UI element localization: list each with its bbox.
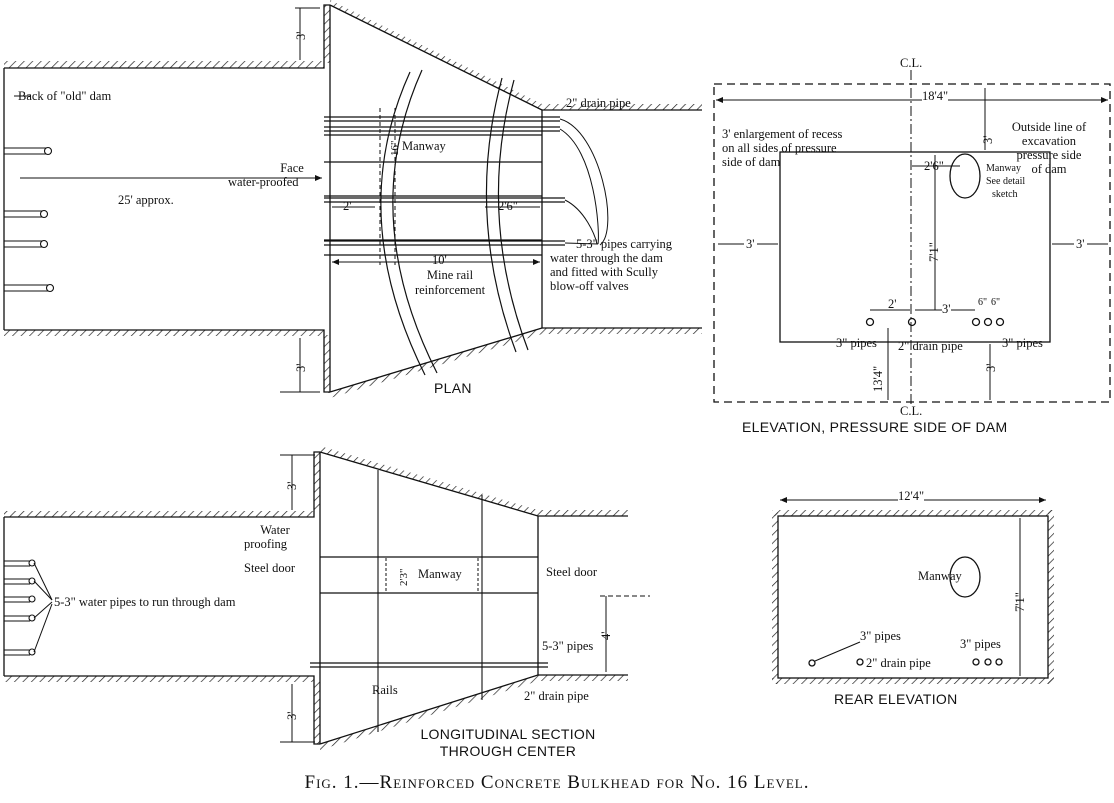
pressure-pipes-left: 3" pipes bbox=[836, 336, 877, 350]
pressure-dim-3-left: 3' bbox=[744, 237, 757, 251]
plan-manway-label: Manway bbox=[402, 139, 446, 153]
plan-dim-10ft: 10' bbox=[432, 253, 447, 267]
pressure-dim-3-bottom: 3' bbox=[984, 363, 998, 372]
plan-dim-3ft-top: 3' bbox=[294, 31, 308, 40]
rear-elevation-view bbox=[772, 497, 1054, 684]
face-label: Face bbox=[280, 161, 304, 175]
section-manway-label: Manway bbox=[418, 567, 462, 581]
section-dim-3-bottom: 3' bbox=[285, 711, 299, 720]
section-water-pipes-label: 5-3" water pipes to run through dam bbox=[54, 595, 236, 609]
pipes-note-line2: water through the dam bbox=[550, 251, 663, 265]
section-pipes-label: 5-3" pipes bbox=[542, 639, 594, 653]
pressure-manway-detail: See detail bbox=[986, 176, 1026, 187]
enlargement-line3: side of dam bbox=[722, 155, 781, 169]
steel-door-left: Steel door bbox=[244, 561, 296, 575]
outside-line3: pressure side bbox=[1016, 148, 1082, 162]
mine-rail-label: Mine rail bbox=[426, 268, 474, 282]
pressure-dim-6b: 6" bbox=[991, 297, 1001, 308]
water-proofed-label: water-proofed bbox=[228, 175, 299, 189]
pipes-note-line4: blow-off valves bbox=[550, 279, 629, 293]
section-dim-3-top: 3' bbox=[285, 481, 299, 490]
outside-line2: excavation bbox=[1021, 134, 1077, 148]
plan-dim-2ft6: 2'6" bbox=[498, 199, 518, 213]
section-title-line1: LONGITUDINAL SECTION bbox=[420, 726, 596, 742]
section-rails-label: Rails bbox=[372, 683, 398, 697]
pressure-dim-3-top: 3' bbox=[981, 135, 995, 144]
pressure-width-dim: 18'4" bbox=[922, 89, 949, 103]
cl-bottom-label: C.L. bbox=[900, 404, 923, 418]
section-view bbox=[3, 446, 650, 750]
plan-view bbox=[3, 0, 702, 398]
plan-drain-pipe-label: 2" drain pipe bbox=[566, 96, 631, 110]
pressure-pipes-right: 3" pipes bbox=[1002, 336, 1043, 350]
section-title-line2: THROUGH CENTER bbox=[439, 743, 577, 759]
pressure-dim-2ft6: 2'6" bbox=[924, 159, 944, 173]
rear-pipes-left: 3" pipes bbox=[860, 629, 901, 643]
pipes-note-line1: 5-3" pipes carrying bbox=[576, 237, 673, 251]
pressure-dim-3-right: 3' bbox=[1074, 237, 1087, 251]
pressure-manway-sketch: sketch bbox=[992, 189, 1018, 200]
pressure-elevation-title: ELEVATION, PRESSURE SIDE OF DAM bbox=[742, 419, 1008, 435]
pressure-dim-7ft1: 7'1" bbox=[927, 242, 941, 262]
cl-top-label: C.L. bbox=[900, 56, 923, 70]
figure-caption: Fig. 1.—Reinforced Concrete Bulkhead for… bbox=[304, 772, 810, 793]
plan-manway-dim: 16" bbox=[389, 140, 401, 157]
back-of-old-dam-label: Back of "old" dam bbox=[18, 89, 112, 103]
pressure-elevation-view bbox=[713, 70, 1111, 412]
rear-pipes-right: 3" pipes bbox=[960, 637, 1001, 651]
plan-dim-2ft: 2' bbox=[343, 199, 352, 213]
plan-dim-3ft-bottom: 3' bbox=[294, 363, 308, 372]
pressure-drain-pipe: 2" drain pipe bbox=[898, 339, 963, 353]
mine-rail-reinforcement-label: reinforcement bbox=[414, 283, 486, 297]
pipes-note-line3: and fitted with Scully bbox=[550, 265, 658, 279]
pressure-manway-label: Manway bbox=[986, 163, 1021, 174]
plan-length-label: 25' approx. bbox=[118, 193, 174, 207]
plan-title: PLAN bbox=[434, 380, 472, 396]
outside-line4: of dam bbox=[1031, 162, 1067, 176]
water-proofing-line2: proofing bbox=[244, 537, 288, 551]
pressure-dim-13ft4: 13'4" bbox=[871, 365, 885, 392]
enlargement-line2: on all sides of pressure bbox=[722, 141, 837, 155]
steel-door-right: Steel door bbox=[546, 565, 598, 579]
water-proofing-line1: Water bbox=[260, 523, 290, 537]
section-drain-pipe-label: 2" drain pipe bbox=[524, 689, 589, 703]
rear-height-dim: 7'1" bbox=[1013, 592, 1027, 612]
rear-width-dim: 12'4" bbox=[898, 489, 925, 503]
enlargement-line1: 3' enlargement of recess bbox=[722, 127, 843, 141]
outside-line1: Outside line of bbox=[1011, 120, 1087, 134]
pressure-dim-2ft: 2' bbox=[888, 297, 897, 311]
section-manway-dim: 2'3" bbox=[398, 568, 410, 586]
rear-drain-pipe: 2" drain pipe bbox=[866, 656, 931, 670]
section-dim-4: 4' bbox=[599, 631, 613, 640]
rear-manway-label: Manway bbox=[918, 569, 962, 583]
pressure-dim-3ft: 3' bbox=[942, 302, 951, 316]
rear-elevation-title: REAR ELEVATION bbox=[834, 691, 958, 707]
pressure-dim-6a: 6" bbox=[978, 297, 988, 308]
